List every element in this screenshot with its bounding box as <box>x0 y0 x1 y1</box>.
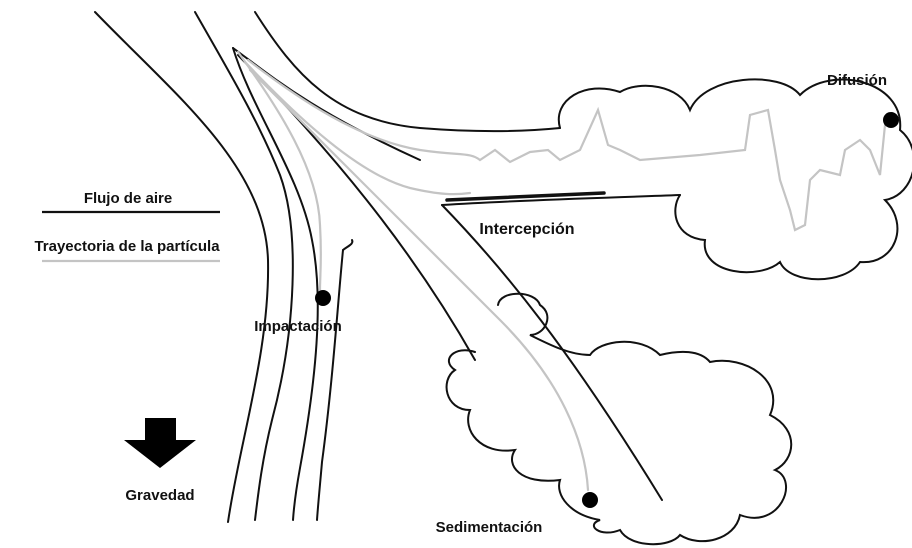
particle-diffusion <box>883 112 899 128</box>
diagonal-left-wall <box>238 55 475 360</box>
label-impaction: Impactación <box>254 318 342 335</box>
upper-alveolus <box>559 79 912 279</box>
inner-left-wall <box>195 12 293 520</box>
legend-airflow-label: Flujo de aire <box>84 190 172 207</box>
gravity-arrow-icon <box>124 418 196 468</box>
sedimentation-trajectory <box>250 70 588 490</box>
label-diffusion: Difusión <box>827 72 887 89</box>
label-sedimentation: Sedimentación <box>436 519 543 536</box>
label-interception: Intercepción <box>479 221 574 238</box>
particle-sedimentation <box>582 492 598 508</box>
channel-left-wall <box>233 48 318 520</box>
gravity-indicator: Gravedad <box>124 418 196 504</box>
upper-bronchus-top <box>255 12 560 131</box>
carina-left <box>343 240 352 250</box>
legend: Flujo de aire Trayectoria de la partícul… <box>34 190 220 261</box>
label-gravity: Gravedad <box>125 487 194 504</box>
particles <box>315 112 899 508</box>
particle-impaction <box>315 290 331 306</box>
airway-walls <box>95 12 912 544</box>
lower-alveolus <box>447 294 792 544</box>
legend-trajectory-label: Trayectoria de la partícula <box>34 238 220 255</box>
